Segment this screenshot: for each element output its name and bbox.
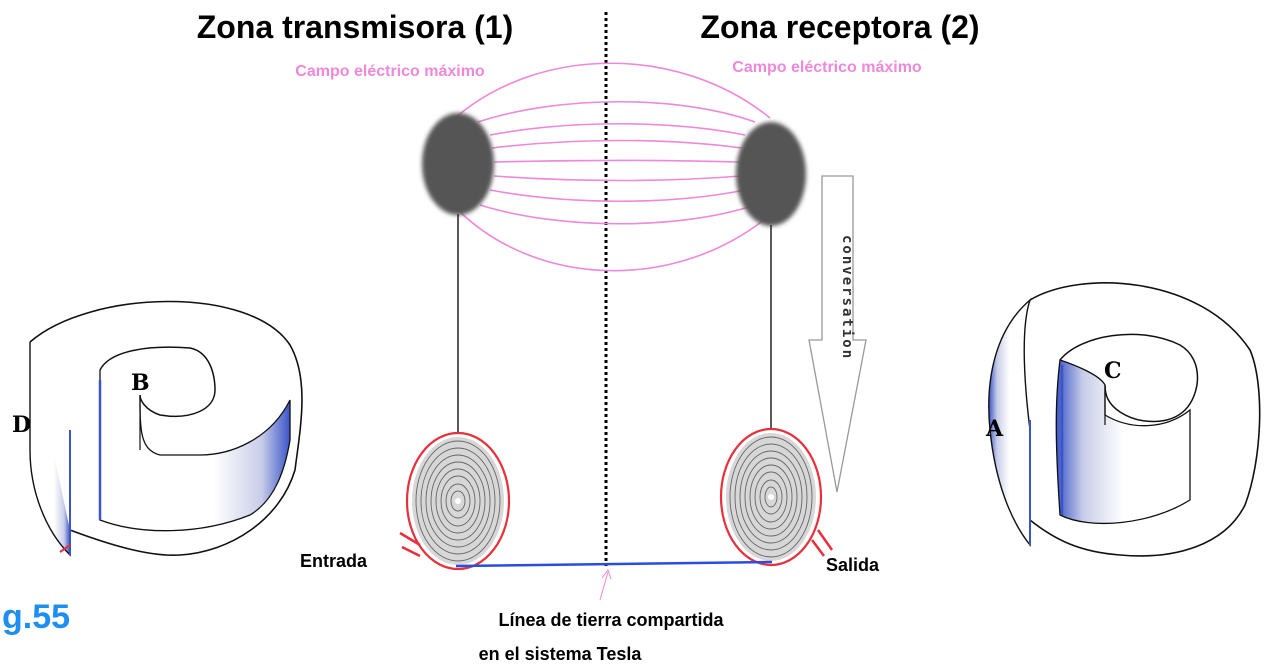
ground-label-line1: Línea de tierra compartida [498,610,724,630]
max-field-label-left: Campo eléctrico máximo [295,63,485,80]
output-label: Salida [826,555,880,575]
coil-letter-d: D [12,412,31,438]
receiver-sphere [736,122,806,226]
conversation-label: conversation [839,235,855,360]
shared-ground-line [455,560,773,568]
coil-letter-c: C [1104,358,1122,384]
electric-field-lines [454,62,771,272]
transmitter-sphere [422,113,494,215]
input-label: Entrada [300,551,368,571]
receiver-zone-title: Zona receptora (2) [700,9,979,45]
ground-pointer-head [601,568,612,580]
receiver-coil [719,427,834,567]
max-field-label-right: Campo eléctrico máximo [732,59,922,76]
transmitter-coil [399,431,511,571]
ground-label-line2: en el sistema Tesla [479,644,643,664]
figure-label: g.55 [2,598,70,636]
left-spiral-coil [29,300,303,557]
ground-pointer [599,571,609,601]
conversation-arrow: conversation [808,175,867,493]
transmitter-zone-title: Zona transmisora (1) [197,9,514,45]
coil-letter-a: A [985,416,1004,442]
right-spiral-coil [988,282,1261,557]
coil-letter-b: B [131,370,150,396]
